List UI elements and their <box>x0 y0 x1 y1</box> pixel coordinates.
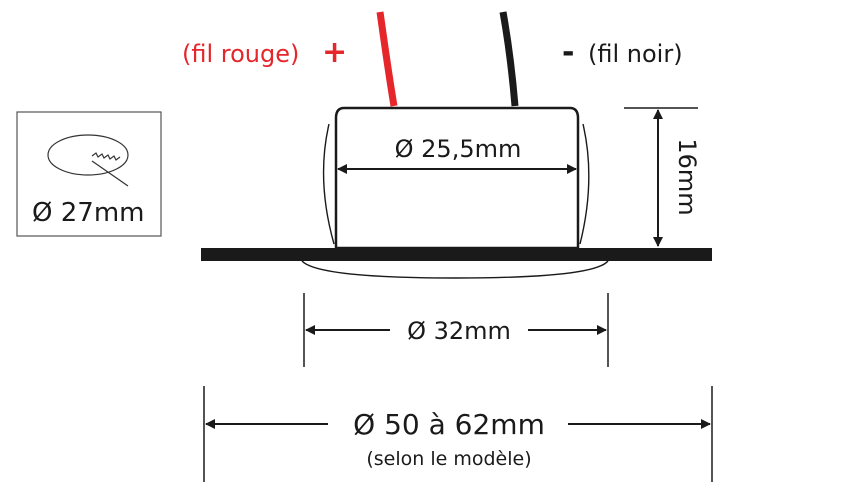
bezel-diameter-label: Ø 32mm <box>407 317 511 345</box>
mounting-surface <box>201 248 712 261</box>
light-body <box>322 106 590 250</box>
cutout-inset: Ø 27mm <box>16 111 162 237</box>
negative-sign: - <box>562 35 574 70</box>
positive-wire-label: (fil rouge) <box>182 40 299 68</box>
body-diameter-label: Ø 25,5mm <box>395 135 522 163</box>
cutout-disc-icon <box>47 134 129 176</box>
red-wire <box>376 11 398 107</box>
height-label: 16mm <box>673 138 701 215</box>
negative-wire-label: (fil noir) <box>588 40 683 68</box>
positive-sign: + <box>322 35 347 70</box>
overall-diameter-note: (selon le modèle) <box>366 448 531 470</box>
cutout-diameter-label: Ø 27mm <box>32 198 144 228</box>
overall-diameter-label: Ø 50 à 62mm <box>353 408 545 441</box>
black-wire <box>499 11 519 107</box>
bezel <box>301 260 609 279</box>
saw-blade-icon <box>91 152 129 187</box>
